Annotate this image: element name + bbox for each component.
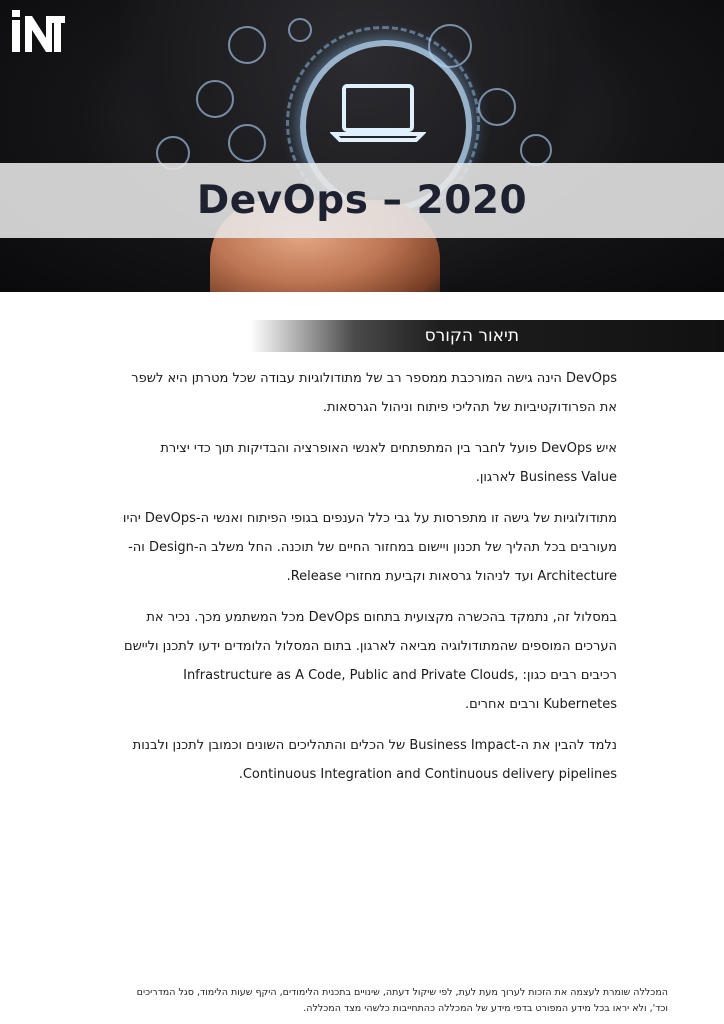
hero-image [0, 0, 724, 292]
section-title: תיאור הקורס [424, 326, 519, 346]
camera-icon [228, 124, 266, 162]
camcorder-icon [196, 80, 234, 118]
disclaimer-footer: המכללה שומרת לעצמה את הזכות לערוך מעת לע… [40, 985, 668, 1017]
disclaimer-line-2: וכד', ולא יראו בכל מידע המפורט בדפי מידע… [303, 1003, 668, 1014]
disclaimer-line-1: המכללה שומרת לעצמה את הזכות לערוך מעת לע… [136, 987, 668, 998]
laptop-icon [330, 84, 426, 142]
course-description: DevOps הינה גישה המורכבת ממספר רב של מתו… [112, 364, 617, 801]
paragraph-business-impact: נלמד להבין את ה-Business Impact של הכלים… [132, 738, 617, 782]
mobile-phone-icon [228, 26, 266, 64]
video-camera-icon [478, 88, 516, 126]
title-band [0, 163, 724, 238]
page-title: DevOps – 2020 [196, 178, 528, 223]
int-logo [12, 10, 65, 52]
paragraph-role: איש DevOps פועל לחבר בין המתפתחים לאנשי … [160, 441, 617, 485]
tablet-icon [428, 24, 472, 68]
phone-icon [520, 134, 552, 166]
paragraph-track: במסלול זה, נתמקד בהכשרה מקצועית בתחום De… [123, 610, 617, 712]
section-header-bar [250, 320, 724, 352]
paragraph-methodologies: מתודולוגיות של גישה זו מתפרסות על גבי כל… [122, 511, 617, 584]
paragraph-intro: DevOps הינה גישה המורכבת ממספר רב של מתו… [131, 371, 617, 415]
globe-icon [288, 18, 312, 42]
